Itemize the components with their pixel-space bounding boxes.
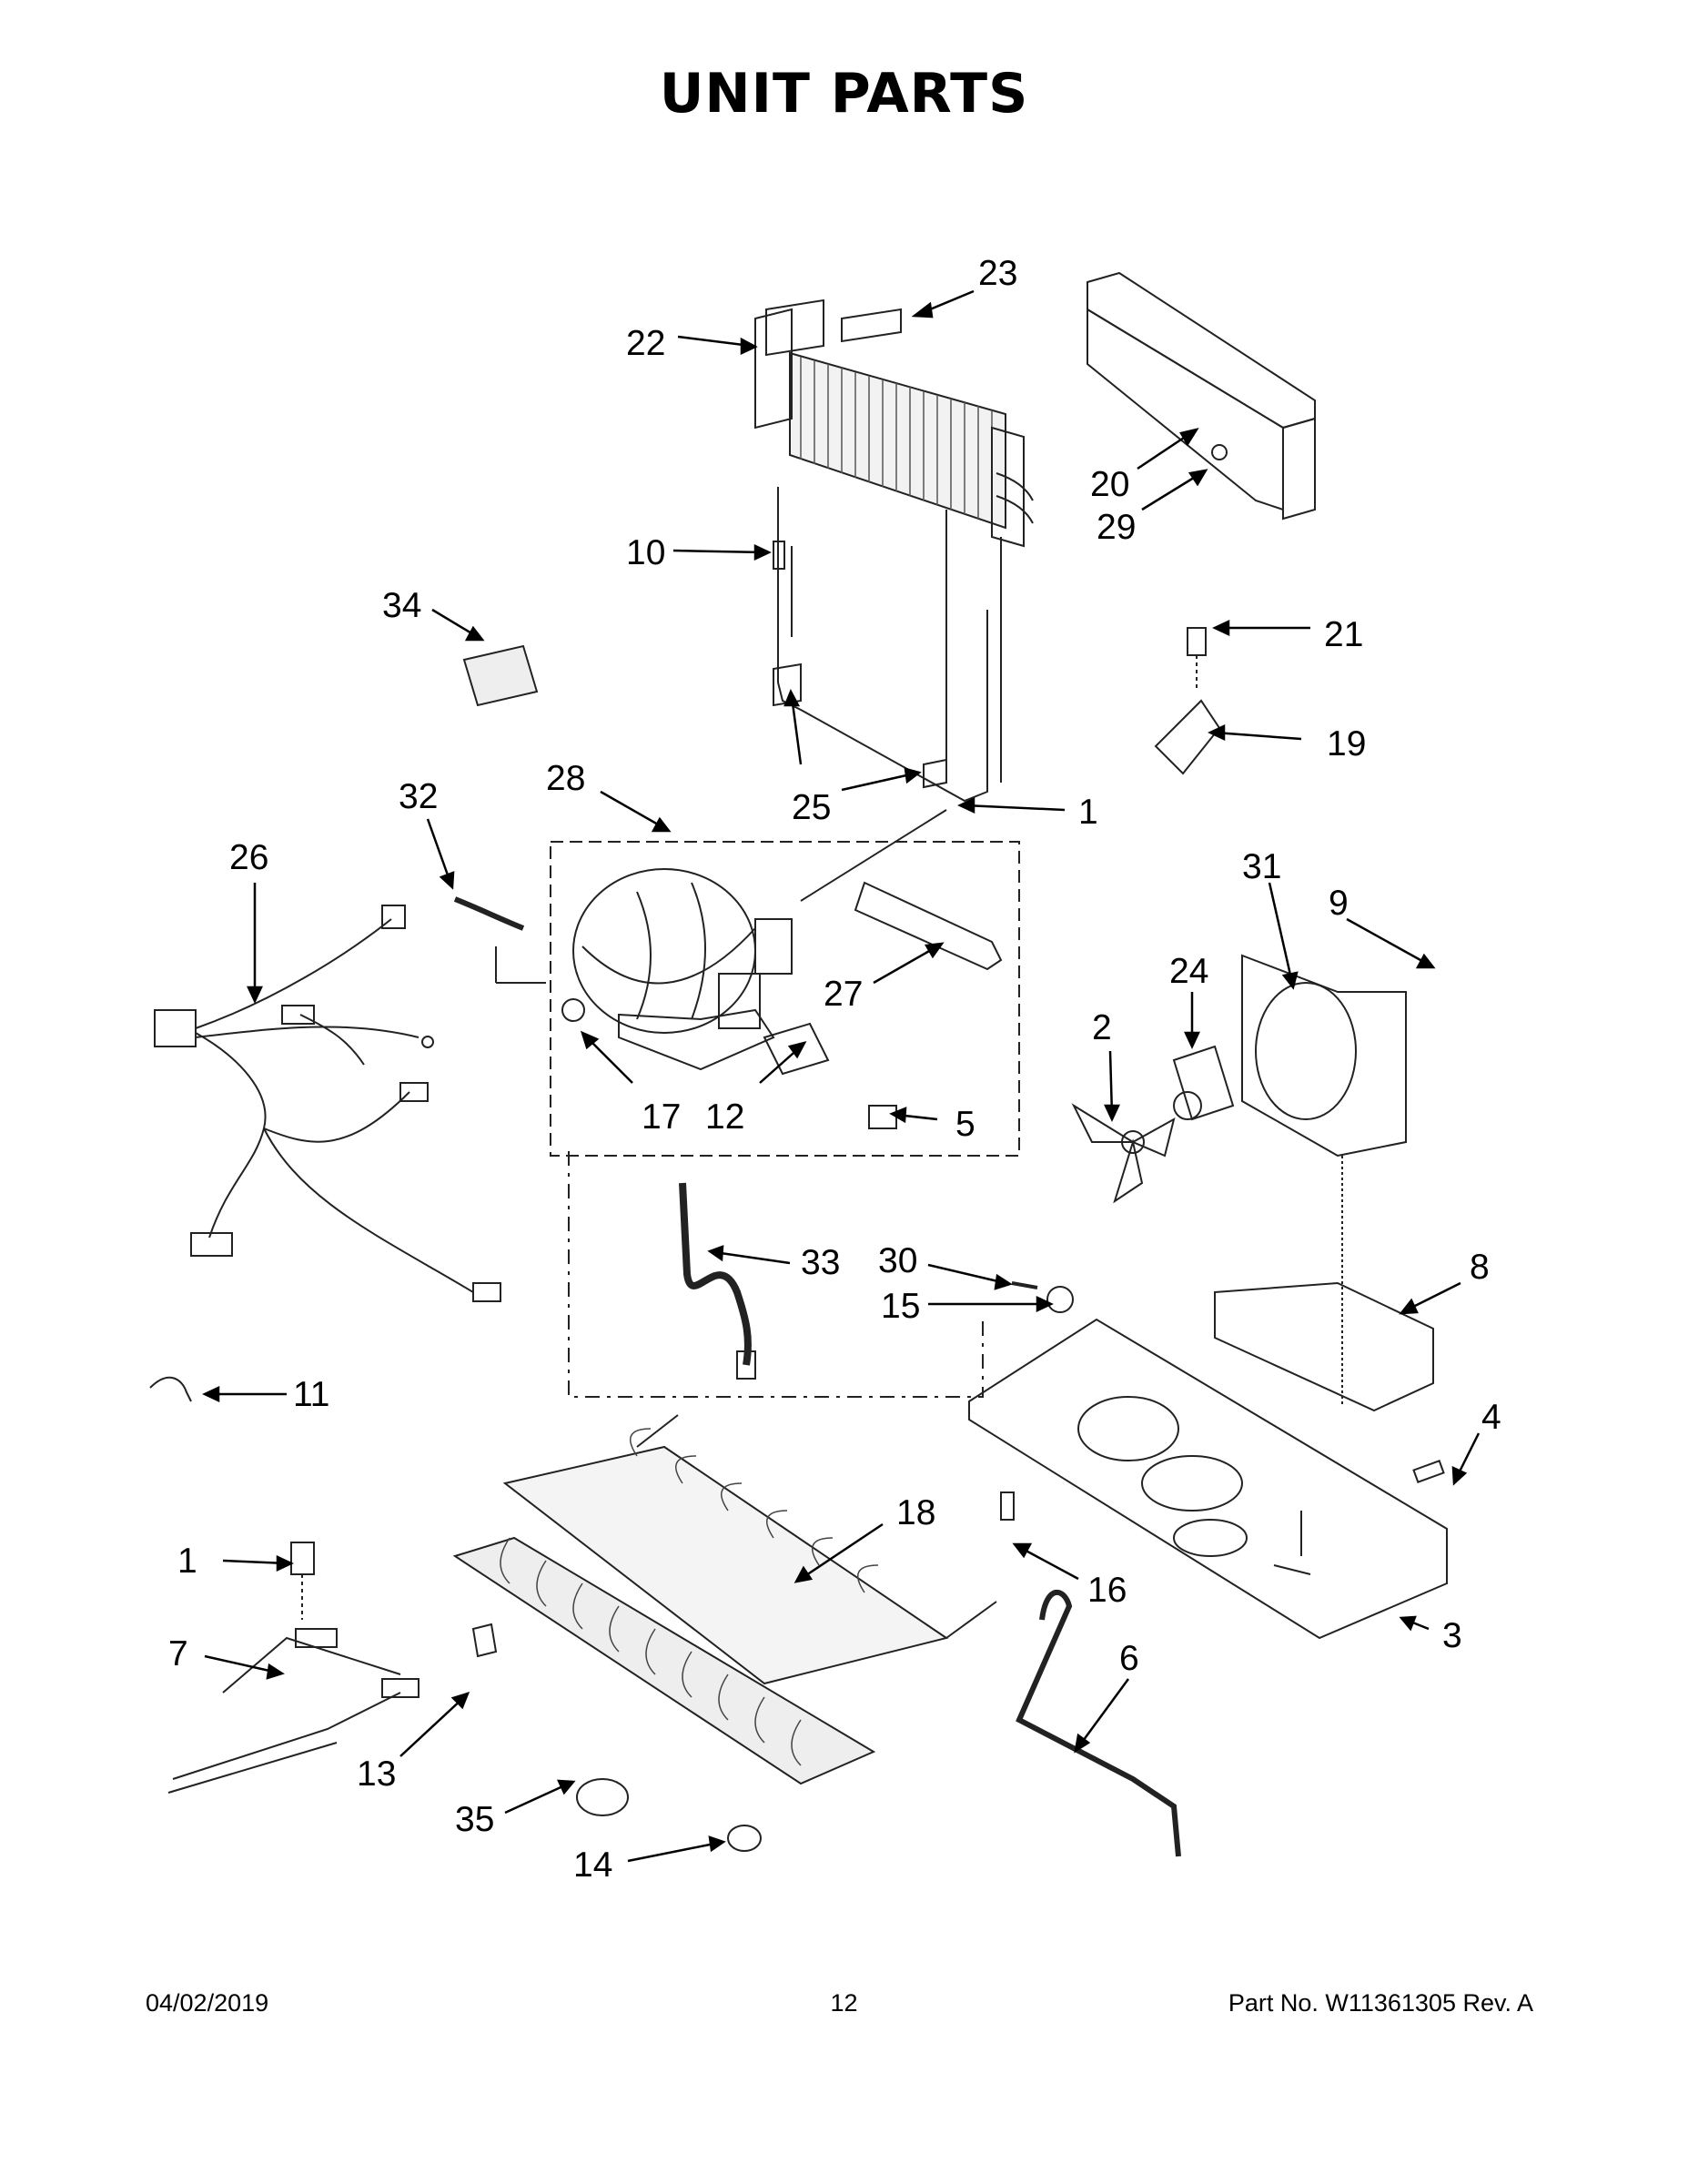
callout-6: 6 xyxy=(1119,1639,1139,1678)
footer-page-number: 12 xyxy=(830,1989,858,2017)
overload-link xyxy=(453,896,525,931)
callout-17: 17 xyxy=(642,1097,681,1137)
callout-34: 34 xyxy=(382,586,421,625)
callout-19: 19 xyxy=(1327,724,1366,763)
leader-lines xyxy=(202,289,1481,1863)
drain-tube xyxy=(679,1182,752,1366)
condenser xyxy=(452,1414,997,1785)
harness-7 xyxy=(167,1628,419,1794)
callout-26: 26 xyxy=(229,838,268,877)
evaporator-cover xyxy=(1087,271,1316,521)
compressor xyxy=(495,841,1020,1157)
callout-labels: 23 22 20 29 10 34 21 19 25 1 28 32 26 31… xyxy=(168,254,1501,1885)
callout-14: 14 xyxy=(573,1845,612,1885)
footer-date: 04/02/2019 xyxy=(146,1989,269,2017)
callout-31: 31 xyxy=(1242,847,1281,886)
callout-5: 5 xyxy=(955,1105,975,1144)
callout-3: 3 xyxy=(1442,1616,1462,1655)
callout-20: 20 xyxy=(1090,465,1129,504)
filter-drier xyxy=(800,809,1003,971)
callout-15: 15 xyxy=(881,1287,920,1326)
callout-32: 32 xyxy=(399,777,438,816)
callout-24: 24 xyxy=(1169,952,1208,991)
callout-23: 23 xyxy=(978,254,1017,293)
callout-10: 10 xyxy=(626,533,665,572)
fan-motor xyxy=(1172,1045,1235,1121)
callout-18: 18 xyxy=(896,1493,935,1532)
callout-8: 8 xyxy=(1470,1248,1490,1287)
callout-21: 21 xyxy=(1324,615,1363,654)
motor-bracket xyxy=(1214,1281,1434,1412)
sleeve-14 xyxy=(727,1825,762,1852)
screw-16 xyxy=(1000,1491,1015,1521)
wire-harness xyxy=(154,905,501,1302)
evaporator-assembly xyxy=(754,298,1034,783)
grommet xyxy=(1046,1286,1074,1313)
fan-shroud xyxy=(1241,954,1407,1406)
callout-7: 7 xyxy=(168,1634,188,1673)
callout-9: 9 xyxy=(1329,884,1349,923)
callout-29: 29 xyxy=(1097,508,1136,547)
control-board xyxy=(462,644,539,707)
pin xyxy=(1011,1281,1038,1289)
callout-35: 35 xyxy=(455,1800,494,1839)
callout-1-lower: 1 xyxy=(177,1542,197,1581)
callout-30: 30 xyxy=(878,1241,917,1280)
page-title: UNIT PARTS xyxy=(659,62,1029,126)
defrost-heater xyxy=(773,487,988,803)
tube-6 xyxy=(1016,1590,1181,1857)
callout-22: 22 xyxy=(626,324,665,363)
screw-1-lower xyxy=(290,1542,315,1620)
base-tray xyxy=(968,1318,1448,1640)
callout-25: 25 xyxy=(792,788,831,827)
callout-33: 33 xyxy=(801,1243,840,1282)
thermostat-35 xyxy=(576,1778,629,1816)
callout-13: 13 xyxy=(357,1754,396,1794)
footer-part-number: Part No. W11361305 Rev. A xyxy=(1228,1989,1533,2017)
clip-11 xyxy=(149,1376,192,1402)
clip-13 xyxy=(471,1623,498,1658)
callout-16: 16 xyxy=(1087,1571,1127,1610)
callout-11: 11 xyxy=(293,1375,330,1414)
callout-2: 2 xyxy=(1092,1008,1112,1047)
callout-4: 4 xyxy=(1481,1398,1501,1437)
callout-12: 12 xyxy=(705,1097,744,1137)
screw-4 xyxy=(1412,1460,1445,1483)
callout-28: 28 xyxy=(546,759,585,798)
callout-1-upper: 1 xyxy=(1078,793,1098,832)
callout-27: 27 xyxy=(824,975,863,1014)
dashed-link xyxy=(568,1151,984,1398)
fan-blade xyxy=(1071,1103,1176,1204)
